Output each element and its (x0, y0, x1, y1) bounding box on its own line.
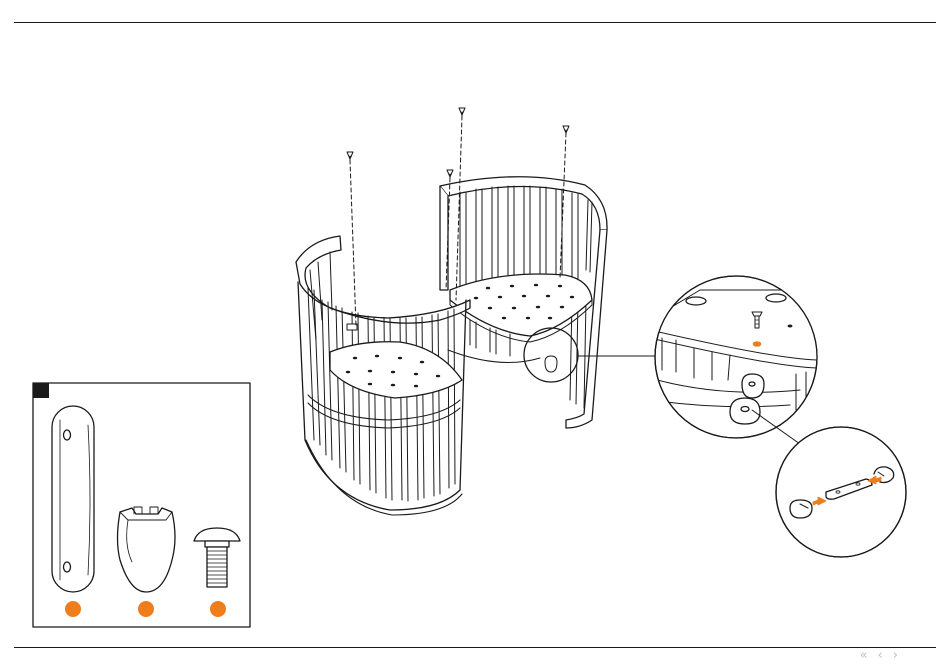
screw-icons (347, 108, 569, 178)
step-marker-square (33, 383, 49, 398)
double-chevron-left-icon[interactable]: « (860, 649, 868, 663)
connector-plate-part (52, 406, 94, 592)
detail-zoom-2 (776, 427, 906, 557)
part-marker (138, 601, 154, 617)
chevron-right-icon[interactable]: › (893, 649, 898, 663)
base-plate-back (450, 274, 592, 342)
chevron-left-icon[interactable]: ‹ (878, 649, 883, 663)
detail-zoom-1 (650, 276, 820, 444)
crib-assembly (296, 108, 655, 515)
part-marker (65, 601, 81, 617)
parts-box (33, 383, 250, 627)
detail-highlight-circle (524, 328, 578, 382)
page-navigation: « ‹ › (860, 649, 898, 663)
part-marker (210, 601, 226, 617)
